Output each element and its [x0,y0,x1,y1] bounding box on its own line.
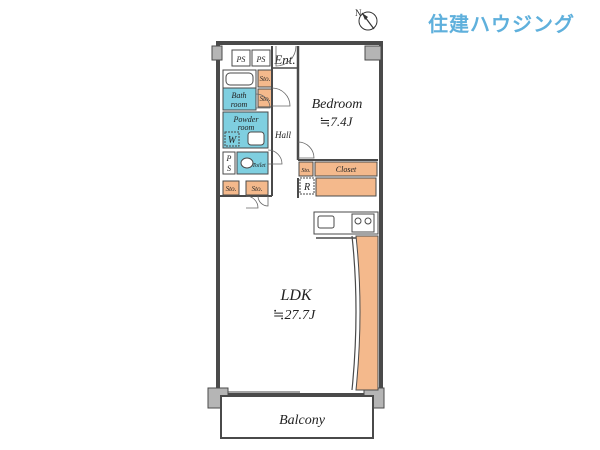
ldk-size: ≒27.7J [273,308,316,323]
toilet-label: Toilet [252,163,266,169]
sto-lower-1-label: Sto. [226,185,237,193]
powder-label-line2: room [238,123,255,132]
bath-label-line2: room [231,100,248,109]
entrance-label: Ent. [273,52,295,67]
bedroom-size: ≒7.4J [320,114,354,129]
bath-room: Bath room [222,69,257,111]
company-logo: 住建ハウジング [428,12,575,36]
ps-units: PS PS [231,49,271,67]
compass-north-label: N [355,8,362,18]
kitchen-counter [313,211,379,239]
balcony-window [228,391,362,397]
balcony-label: Balcony [279,413,326,428]
compass-icon: N [355,8,378,31]
ps-label-1: PS [236,55,246,64]
sto-closet-label: Sto. [301,168,310,174]
closet-label: Closet [336,165,357,174]
door-swings [245,45,315,209]
powder-label-line1: Powder [233,115,260,124]
bath-label-line1: Bath [231,91,246,100]
refrigerator-label: R [303,182,310,193]
washer-label: W [228,135,238,146]
ps-toilet-line2: S [227,164,231,173]
ps-toilet-line1: P [226,154,232,163]
ldk-label: LDK [279,287,312,304]
balcony: Balcony [220,395,374,439]
ps-label-2: PS [256,55,266,64]
sto-bath-1-label: Sto. [260,75,271,83]
powder-room: Powder room W [222,111,269,149]
sto-lower-2-label: Sto. [252,185,263,193]
toilet-room: Toilet [236,151,269,175]
sto-bath-2-label: Sto. [260,95,271,103]
hall-label: Hall [274,130,292,140]
bedroom-label: Bedroom [312,97,363,112]
